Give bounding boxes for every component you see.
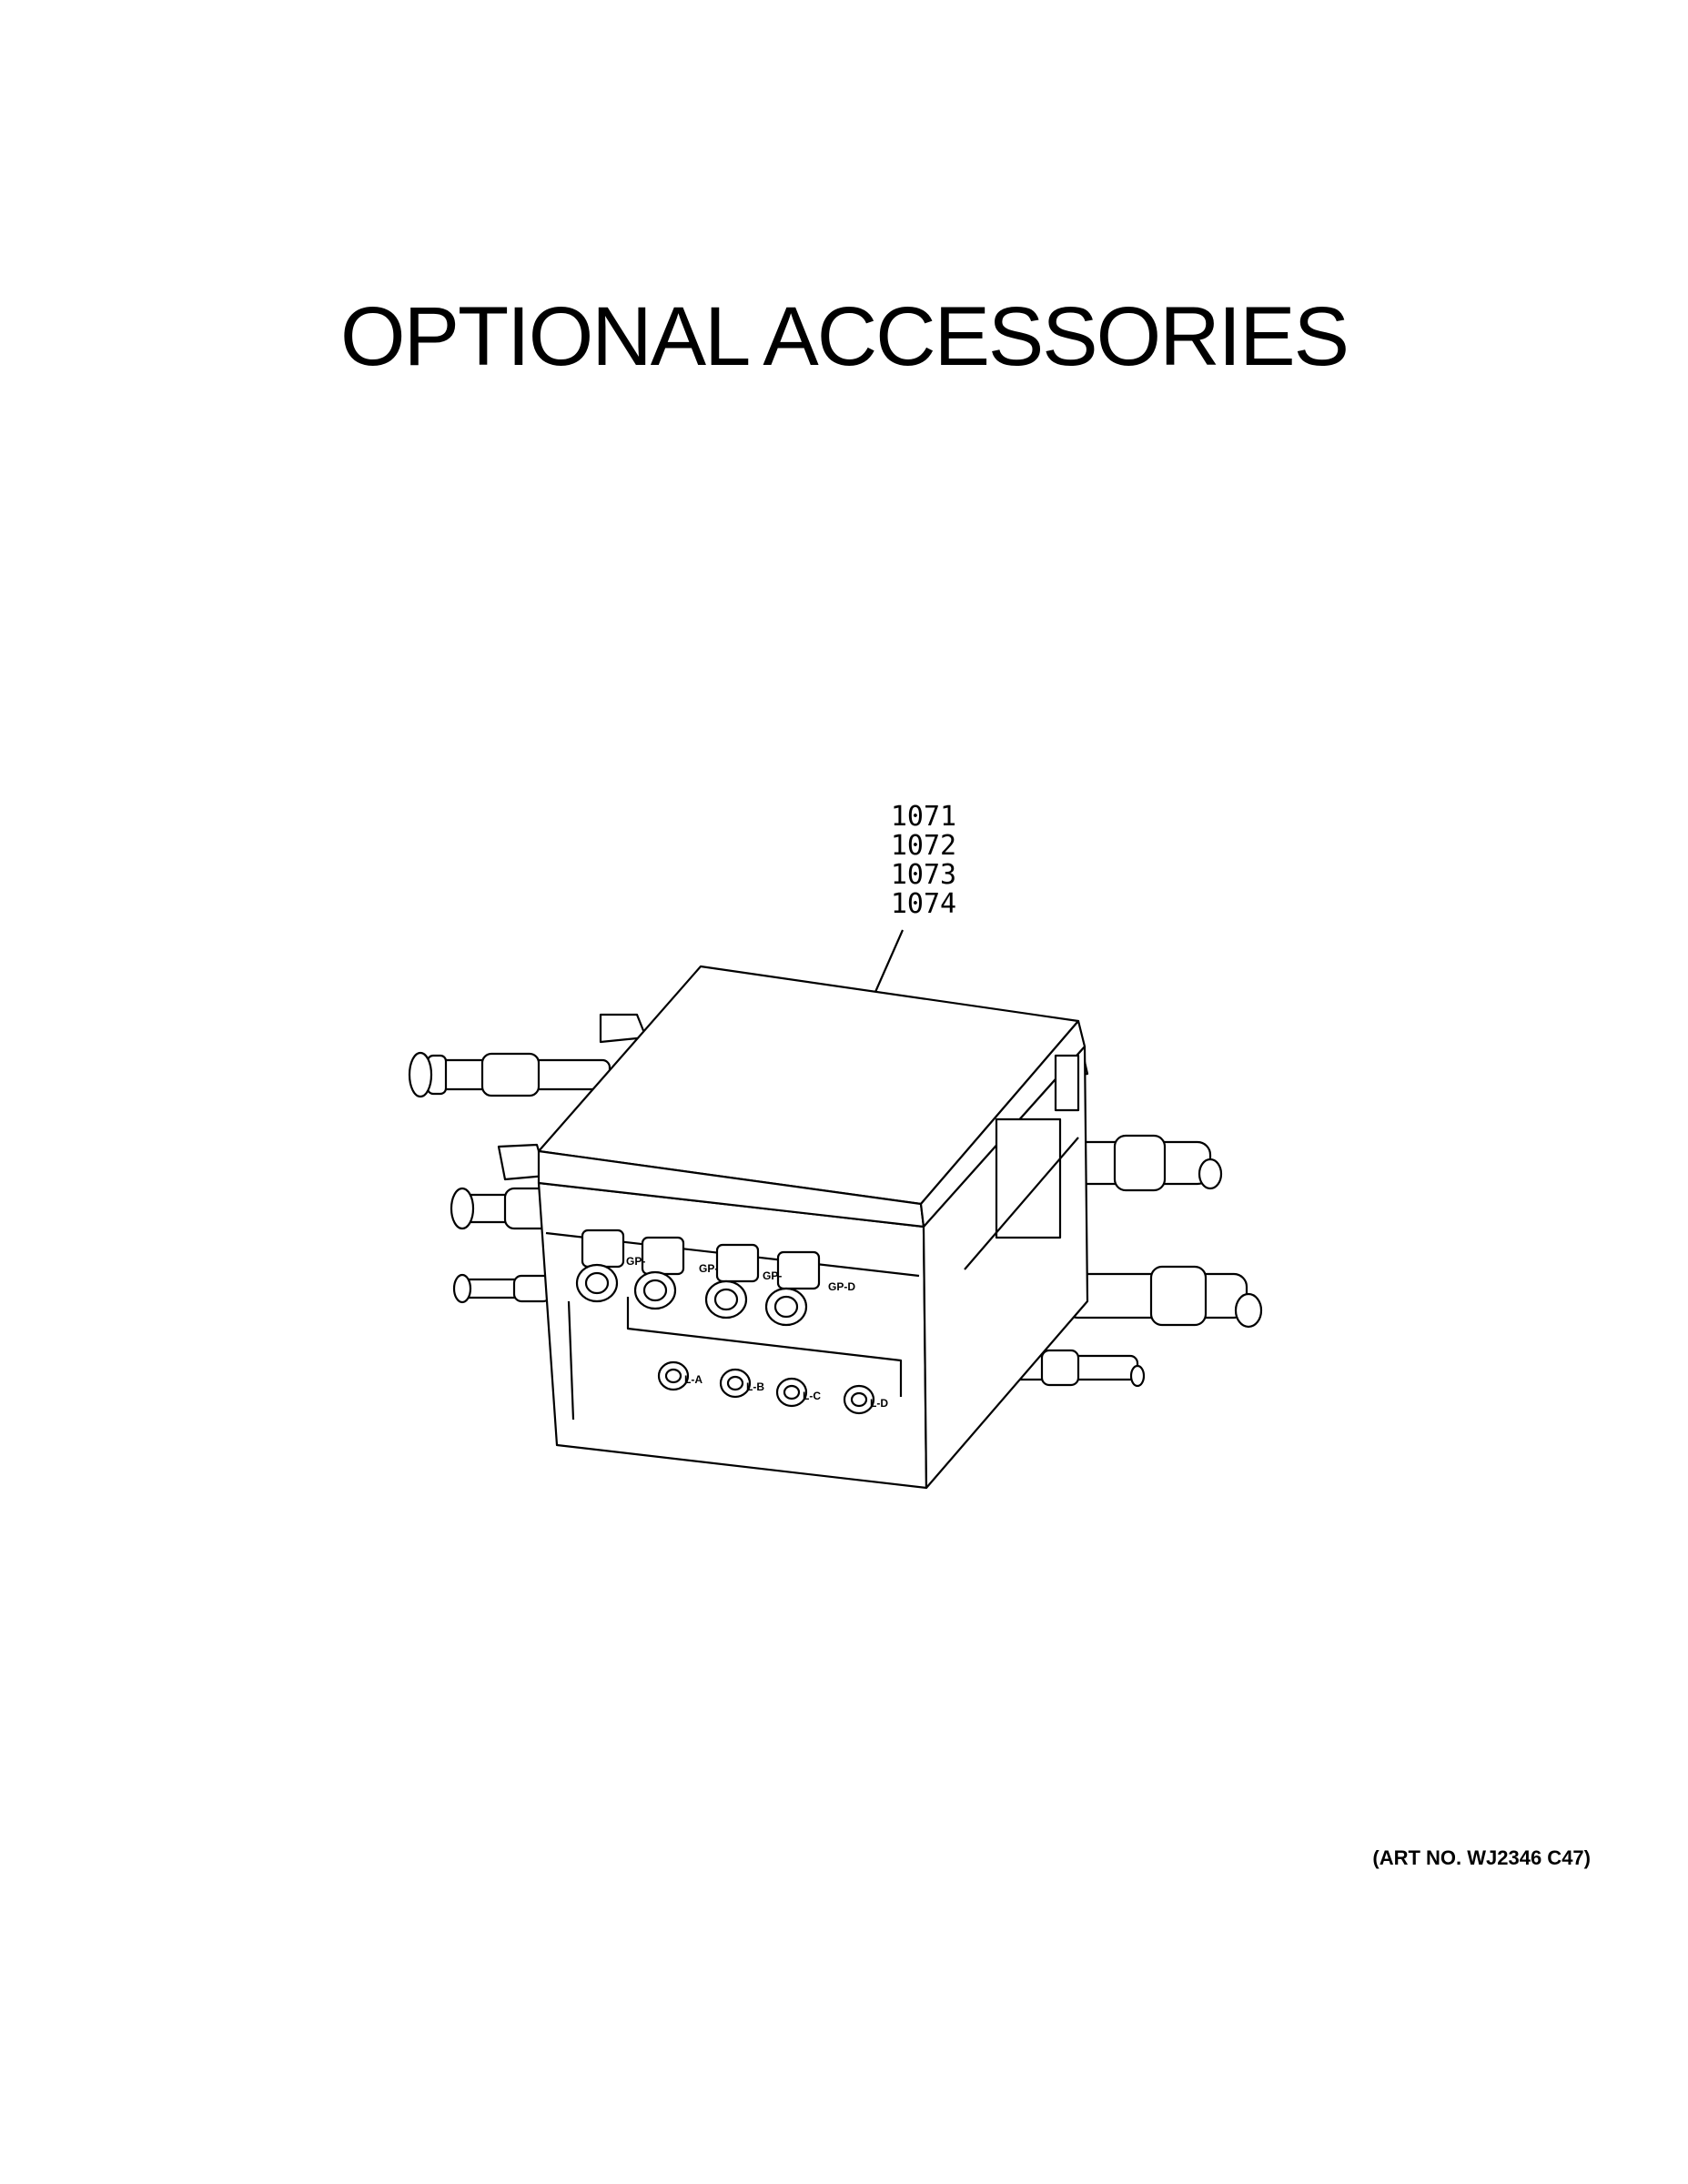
valve-label: L-C — [803, 1390, 821, 1402]
valve-label: L-B — [746, 1380, 764, 1393]
left-pipe-top — [408, 1051, 612, 1098]
front-panel-recess — [626, 1297, 903, 1397]
part-number-callouts: 1071 1072 1073 1074 — [878, 803, 969, 919]
side-panel-plate — [995, 1117, 1062, 1239]
part-number: 1074 — [890, 888, 957, 920]
valve-label: GP- — [699, 1262, 718, 1275]
service-valve-gas — [633, 1236, 685, 1310]
valve-label: GP- — [626, 1255, 645, 1268]
art-number: (ART NO. WJ2346 C47) — [1372, 1846, 1591, 1869]
right-pipe-middle — [1063, 1265, 1263, 1329]
service-valve-gas — [704, 1243, 760, 1320]
service-valve-liquid — [775, 1377, 808, 1408]
service-valve-liquid — [719, 1368, 752, 1399]
part-number: 1071 — [890, 801, 957, 833]
page-title: OPTIONAL ACCESSORIES — [340, 290, 1349, 383]
valve-label: GP- — [763, 1269, 782, 1282]
service-valve-liquid — [843, 1384, 875, 1415]
service-valve-gas — [575, 1228, 625, 1303]
service-valve-gas — [764, 1250, 821, 1327]
side-connector — [1054, 1054, 1080, 1112]
valve-label: GP-D — [828, 1280, 855, 1293]
callout-leader-line — [874, 929, 905, 993]
left-pipe-bottom — [452, 1273, 561, 1304]
valve-label: L-A — [684, 1373, 702, 1386]
box-front-face — [537, 1181, 928, 1490]
part-number: 1072 — [890, 830, 957, 862]
valve-label: L-D — [870, 1397, 888, 1410]
service-valve-liquid — [657, 1360, 690, 1391]
part-number: 1073 — [890, 859, 957, 891]
